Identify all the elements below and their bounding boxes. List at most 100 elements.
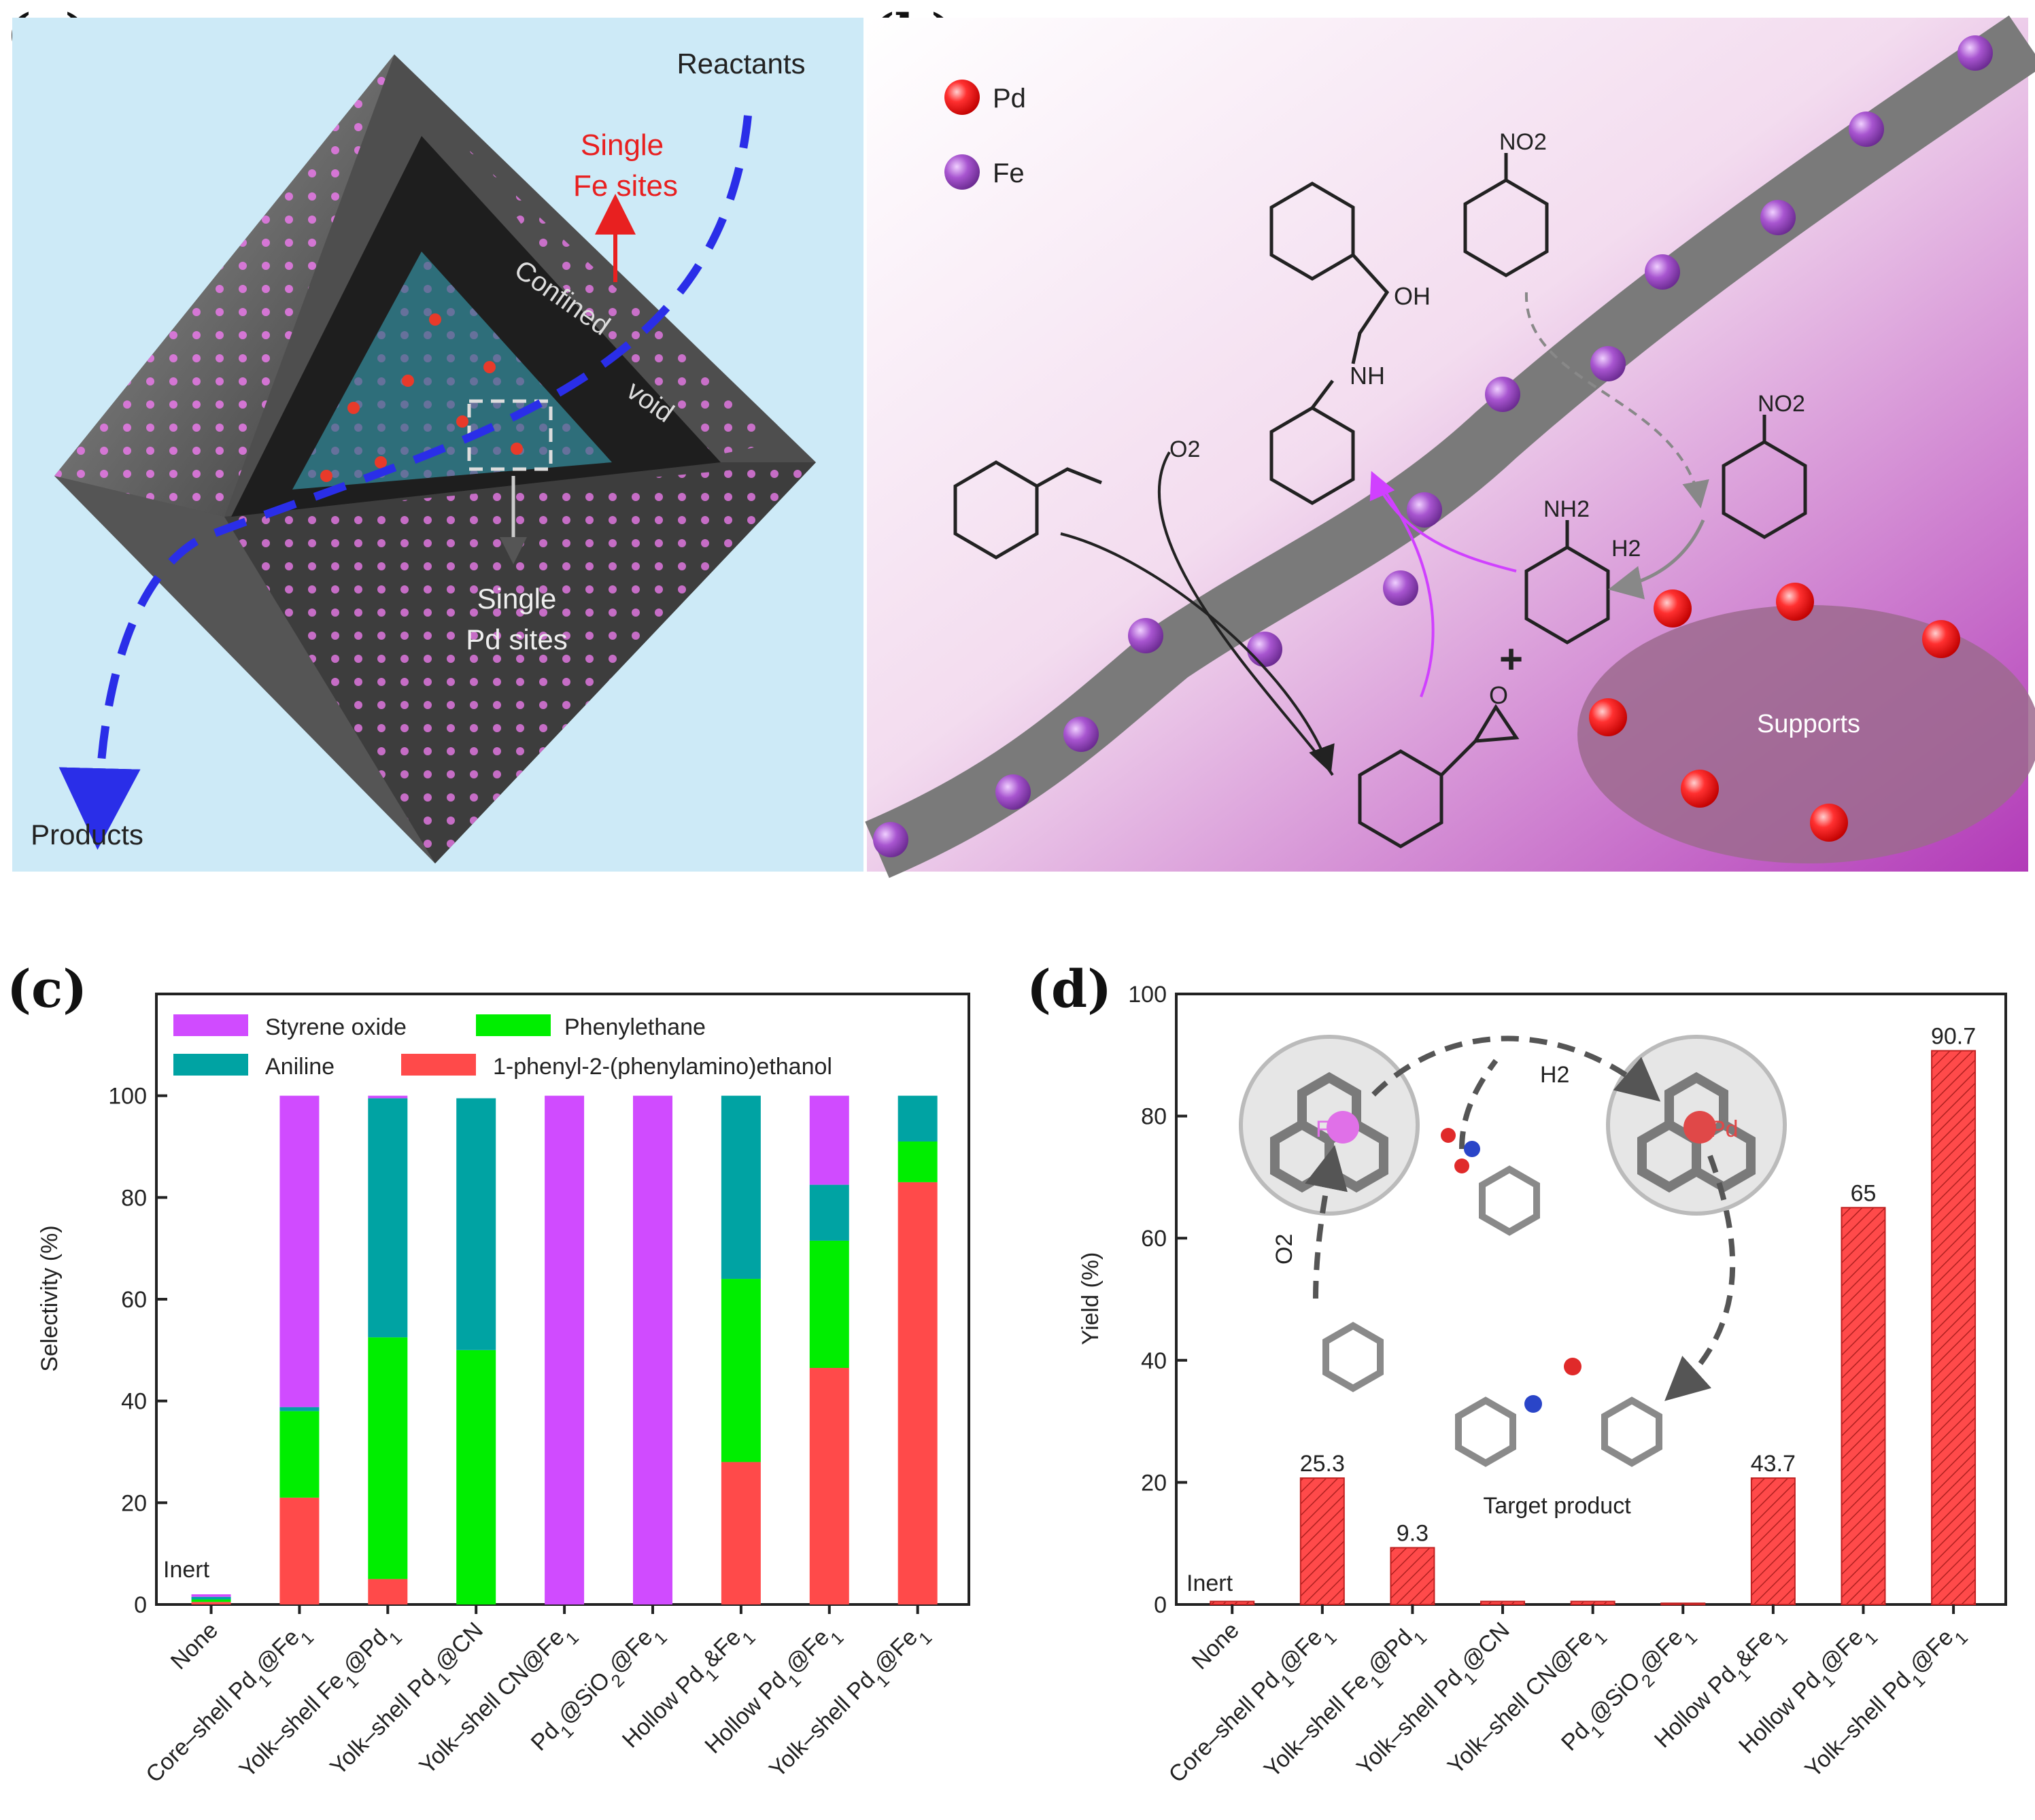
fe-atom [995,774,1031,810]
label-no2-right: NO2 [1758,391,1805,417]
bar-segment [279,1407,320,1411]
pd-atom [375,456,387,468]
panel-b: Supports Pd Fe [865,15,2035,878]
data-label: 90.7 [1931,1024,1976,1050]
legend-pd: Pd [993,84,1026,114]
label-products: Products [31,819,143,851]
pd-atom [511,443,523,455]
oxygen-atom [1564,1358,1581,1375]
label-single-pd-line2: Pd sites [466,623,567,655]
fe-sites-bottom [224,462,816,863]
data-label: 43.7 [1751,1451,1796,1477]
chart-d-y-label: Yield (%) [1078,1252,1104,1345]
pd-atom [1922,620,1960,658]
bar-segment [456,1098,496,1350]
x-tick-label: Yolk–shell CN@Fe1 [414,1617,583,1786]
pd-atom [347,402,360,414]
bar-segment [721,1095,761,1280]
bar-segment [897,1141,938,1182]
nitrogen-atom [1464,1141,1480,1157]
fe-atom [1407,492,1442,528]
bar-segment [809,1240,849,1369]
fe-atom [1247,632,1282,667]
pd-atom [429,313,441,326]
y-tick-label: 0 [1154,1592,1167,1618]
y-tick-label: 0 [134,1592,147,1618]
fe-atom [1063,717,1099,752]
label-supports: Supports [1757,710,1860,738]
pd-atom [483,361,496,373]
fe-atom [1760,200,1796,235]
chart-d-bars: 25.3 9.3 43.7 65 90.7 [1210,1024,1977,1606]
pd-atom [456,415,468,428]
chart-c-y-label: Selectivity (%) [37,1225,63,1371]
fe-sites-left [54,54,394,517]
y-tick-label: 20 [1141,1470,1167,1496]
label-epoxide-o: O [1489,681,1508,709]
data-label: 25.3 [1300,1451,1345,1477]
o2-arrow [1158,451,1334,776]
chart-d-inset: Fe Pd H2 O2 Target product [1239,1035,1787,1519]
inset-fe-label: Fe [1316,1116,1343,1142]
y-tick-label: 20 [121,1490,147,1516]
coupling-arrow-1 [1369,470,1517,572]
label-single-pd-line1: Single [477,583,557,615]
bar-segment [368,1579,408,1604]
bar [1570,1600,1615,1606]
fe-atom [1590,346,1626,381]
fe-atom [1128,618,1163,653]
bar [1299,1477,1345,1606]
data-label: 9.3 [1397,1520,1429,1546]
fe-atom [1645,254,1680,290]
epoxide-bond [1440,704,1520,776]
legend-pd-atom [944,80,980,115]
legend-aniline: Aniline [265,1054,335,1080]
reaction-path-arrow [58,115,752,850]
benzene-ring [1269,406,1355,505]
bar-segment [279,1095,320,1407]
label-o2: O2 [1169,436,1200,462]
panel-a: Reactants Products Single Fe sites Confi… [12,18,863,872]
fe-atom [1383,570,1418,606]
label-single-fe-line1: Single [581,128,664,162]
bar-segment [897,1095,938,1142]
y-tick-label: 80 [1141,1104,1167,1130]
legend-swatch-target-product [401,1054,476,1076]
label-nh: NH [1350,362,1385,390]
benzene-ring [1524,545,1610,645]
bar-segment [279,1411,320,1498]
nitro-arrow [1459,1059,1499,1150]
bar [1931,1050,1977,1606]
vinyl-bond [1036,467,1102,488]
pd-atom [1654,589,1692,628]
oxygen-atom [1454,1158,1469,1173]
coupling-arrow-2 [1372,475,1435,698]
bar [1210,1600,1255,1606]
data-label: 65 [1851,1180,1877,1206]
octahedron-face-bottom-left [54,476,435,863]
label-h2: H2 [1611,536,1641,562]
fe-sites-right [408,95,782,462]
y-tick-label: 60 [121,1287,147,1313]
legend-styrene-oxide: Styrene oxide [265,1014,407,1040]
pd-atom [1810,804,1848,842]
legend-swatch-aniline [173,1054,248,1076]
bar-segment [897,1182,938,1604]
label-oh: OH [1394,282,1431,310]
benzene-ring [1722,440,1807,539]
legend-fe: Fe [993,158,1025,188]
label-single-fe-line2: Fe sites [573,169,678,203]
bar-segment [191,1594,231,1597]
inset-molecules [1322,1165,1662,1467]
pd-atom [1683,1111,1716,1144]
h2-arrow [1371,1035,1661,1102]
x-tick-label: Core–shell Pd1@Fe1 [1164,1617,1341,1794]
bar-segment [368,1095,408,1099]
bar [1480,1600,1526,1606]
legend-fe-atom [944,154,980,190]
